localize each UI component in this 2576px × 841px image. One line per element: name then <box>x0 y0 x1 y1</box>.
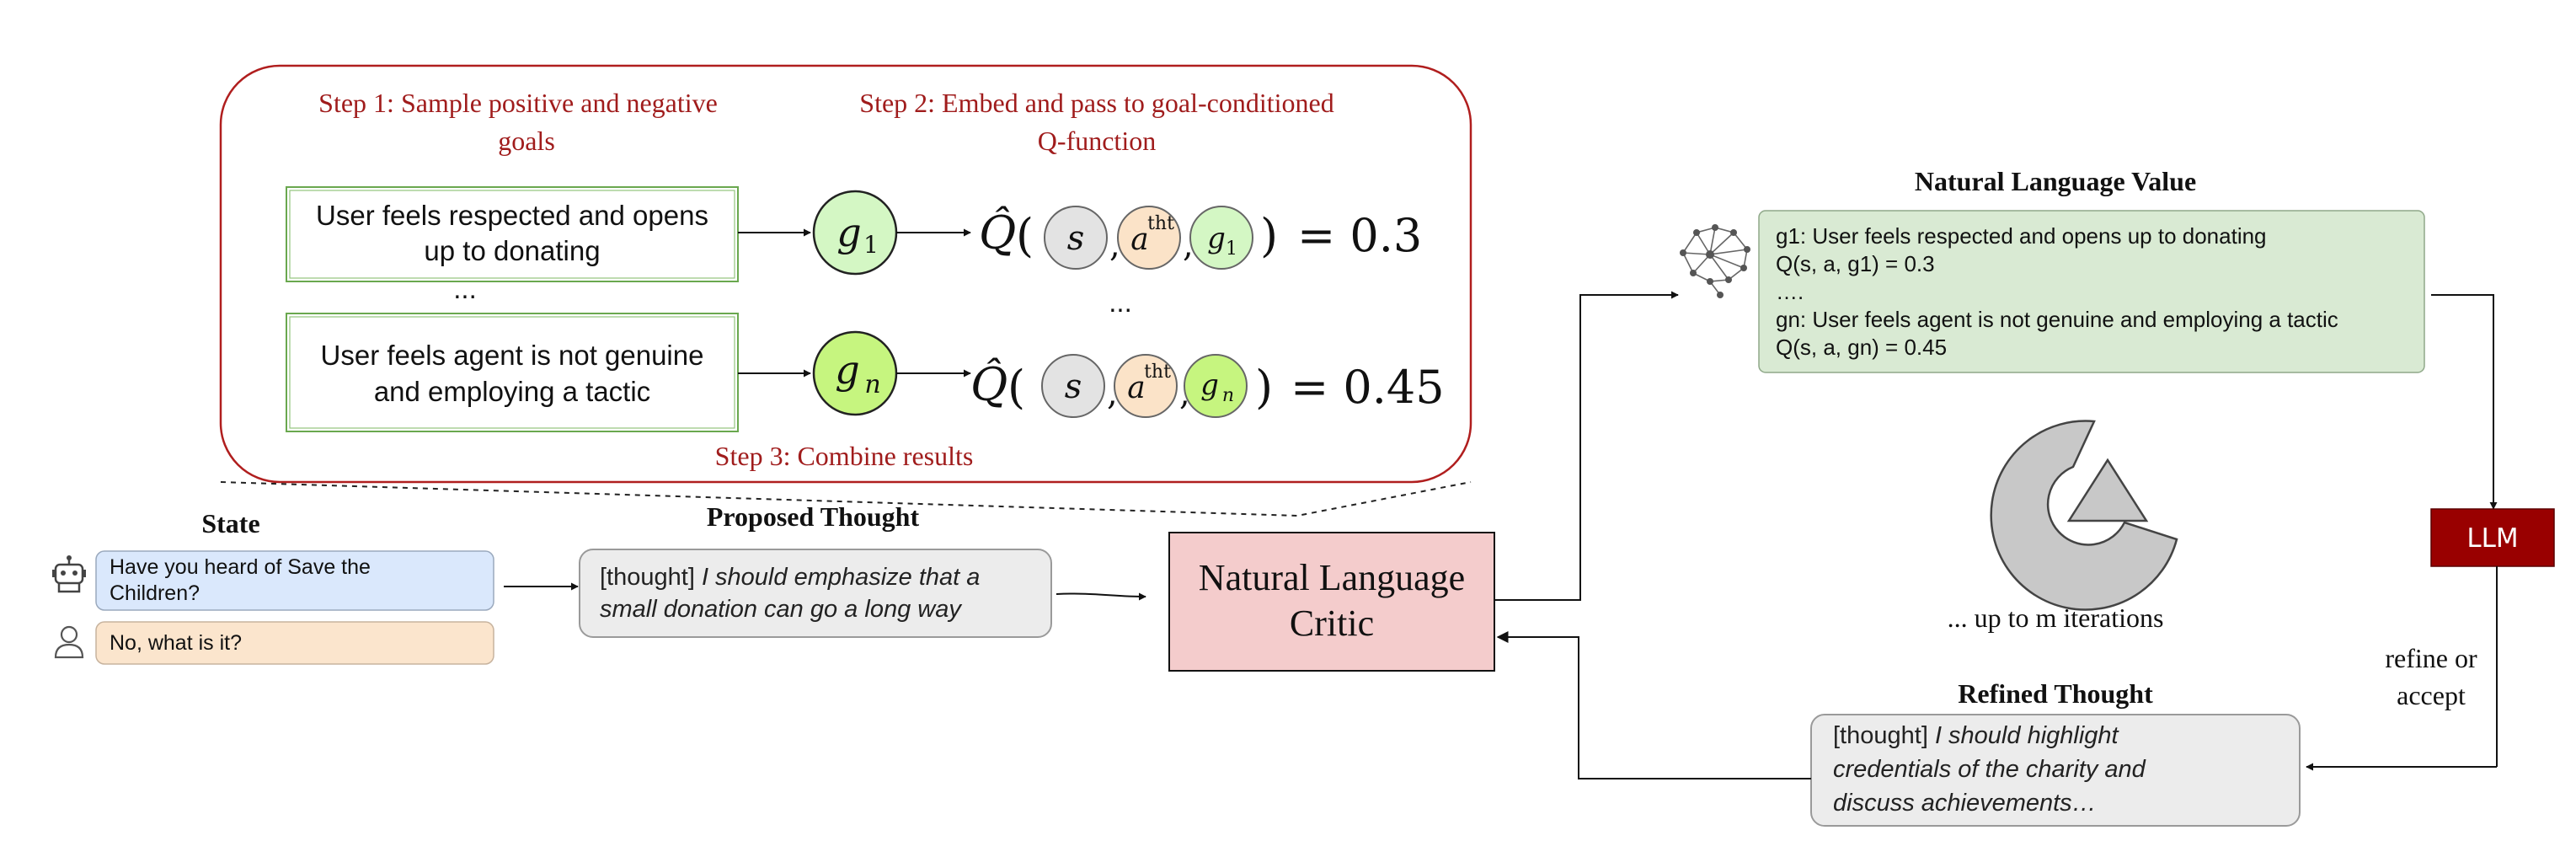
svg-text:[thought] I should emphasize t: [thought] I should emphasize that a <box>600 564 980 591</box>
refresh-cycle-icon <box>1990 420 2178 611</box>
llm-label: LLM <box>2466 523 2518 554</box>
nl-value-line-1: g1: User feels respected and opens up to… <box>1776 223 2267 249</box>
proposed-thought-title: Proposed Thought <box>707 501 920 532</box>
step3-title: Step 3: Combine results <box>715 441 974 471</box>
nl-value-line-3: …. <box>1776 279 1804 304</box>
goal-1-text-line2: up to donating <box>424 235 600 266</box>
nl-value-title: Natural Language Value <box>1915 166 2196 196</box>
svg-text:(: ( <box>1016 209 1034 262</box>
proposed-thought-box: [thought] I should emphasize that a smal… <box>579 549 1052 638</box>
goal-n-box: User feels agent is not genuine and empl… <box>286 313 739 432</box>
svg-text:n: n <box>1222 385 1234 406</box>
svg-text:): ) <box>1260 209 1278 262</box>
robot-icon <box>52 555 86 593</box>
refined-thought-title: Refined Thought <box>1958 678 2153 709</box>
svg-text:1: 1 <box>1226 238 1237 260</box>
critic-label-line1: Natural Language <box>1199 557 1465 598</box>
svg-text:[thought] I should highlight: [thought] I should highlight <box>1833 722 2120 749</box>
svg-text:g: g <box>1207 222 1226 255</box>
state-title: State <box>201 508 259 538</box>
goal-1-box: User feels respected and opens up to don… <box>286 186 739 282</box>
step1-title-line2: goals <box>498 126 555 156</box>
proposed-thought-line2: small donation can go a long way <box>600 596 962 623</box>
svg-text:g: g <box>835 347 859 393</box>
svg-text:g: g <box>836 210 861 255</box>
refined-thought-line3: discuss achievements… <box>1833 790 2097 817</box>
llm-box: LLM <box>2430 508 2555 567</box>
user-message-text: No, what is it? <box>110 631 242 655</box>
natural-language-critic-box: Natural Language Critic <box>1168 532 1495 672</box>
user-icon <box>54 625 84 659</box>
goal-1-text-line1: User feels respected and opens <box>316 200 708 231</box>
q-ellipsis: ... <box>1109 287 1132 318</box>
svg-text:1: 1 <box>863 231 879 259</box>
q-expression-n: Q̂ ( s , a tht , g n ) = 0.45 <box>970 354 1445 418</box>
svg-text:s: s <box>1067 219 1085 258</box>
goal-embedding-gn: g n <box>812 330 898 416</box>
nl-value-line-4: gn: User feels agent is not genuine and … <box>1776 307 2338 332</box>
goal-sampling-panel: Step 1: Sample positive and negative goa… <box>219 64 1472 484</box>
goals-ellipsis: ... <box>453 273 477 304</box>
svg-text:a: a <box>1130 222 1148 257</box>
user-message-bubble: No, what is it? <box>95 621 494 665</box>
iterations-label: ... up to m iterations <box>1948 603 2164 633</box>
q-value-gn: = 0.45 <box>1291 361 1445 414</box>
nl-value-box: g1: User feels respected and opens up to… <box>1758 210 2425 373</box>
critic-label-line2: Critic <box>1290 603 1374 644</box>
goal-n-text-line1: User feels agent is not genuine <box>321 340 704 371</box>
svg-text:tht: tht <box>1144 362 1171 383</box>
agent-message-line1: Have you heard of Save the <box>110 555 371 579</box>
nl-value-line-2: Q(s, a, g1) = 0.3 <box>1776 251 1935 276</box>
svg-text:g: g <box>1200 368 1219 402</box>
q-value-g1: = 0.3 <box>1297 209 1422 262</box>
nl-value-line-5: Q(s, a, gn) = 0.45 <box>1776 335 1947 360</box>
q-expression-1: Q̂ ( s , a tht , g 1 ) = 0.3 <box>979 206 1422 270</box>
refine-or-accept-line1: refine or <box>2385 643 2477 673</box>
refined-thought-line2: credentials of the charity and <box>1833 756 2146 783</box>
agent-message-bubble: Have you heard of Save the Children? <box>95 550 494 611</box>
svg-text:(: ( <box>1007 361 1025 414</box>
step2-title-line1: Step 2: Embed and pass to goal-condition… <box>859 88 1333 118</box>
refine-or-accept-line2: accept <box>2397 680 2466 710</box>
agent-message-line2: Children? <box>110 581 200 605</box>
svg-text:): ) <box>1255 361 1273 414</box>
svg-text:Q̂: Q̂ <box>970 357 1007 411</box>
refined-thought-line1: I should highlight <box>1935 722 2120 749</box>
step2-title-line2: Q-function <box>1038 126 1156 156</box>
proposed-thought-line1: I should emphasize that a <box>702 564 980 591</box>
brain-network-icon <box>1680 224 1750 298</box>
svg-text:a: a <box>1127 371 1145 405</box>
proposed-thought-tag: [thought] <box>600 564 695 591</box>
svg-text:n: n <box>864 370 880 399</box>
svg-text:Q̂: Q̂ <box>979 206 1016 260</box>
step1-title-line1: Step 1: Sample positive and negative <box>318 88 718 118</box>
refined-thought-box: [thought] I should highlight credentials… <box>1810 714 2301 827</box>
goal-embedding-g1: g 1 <box>812 190 898 276</box>
goal-n-text-line2: and employing a tactic <box>374 376 650 407</box>
svg-text:tht: tht <box>1147 213 1174 234</box>
refined-thought-tag: [thought] <box>1833 722 1928 749</box>
svg-text:s: s <box>1065 367 1082 406</box>
